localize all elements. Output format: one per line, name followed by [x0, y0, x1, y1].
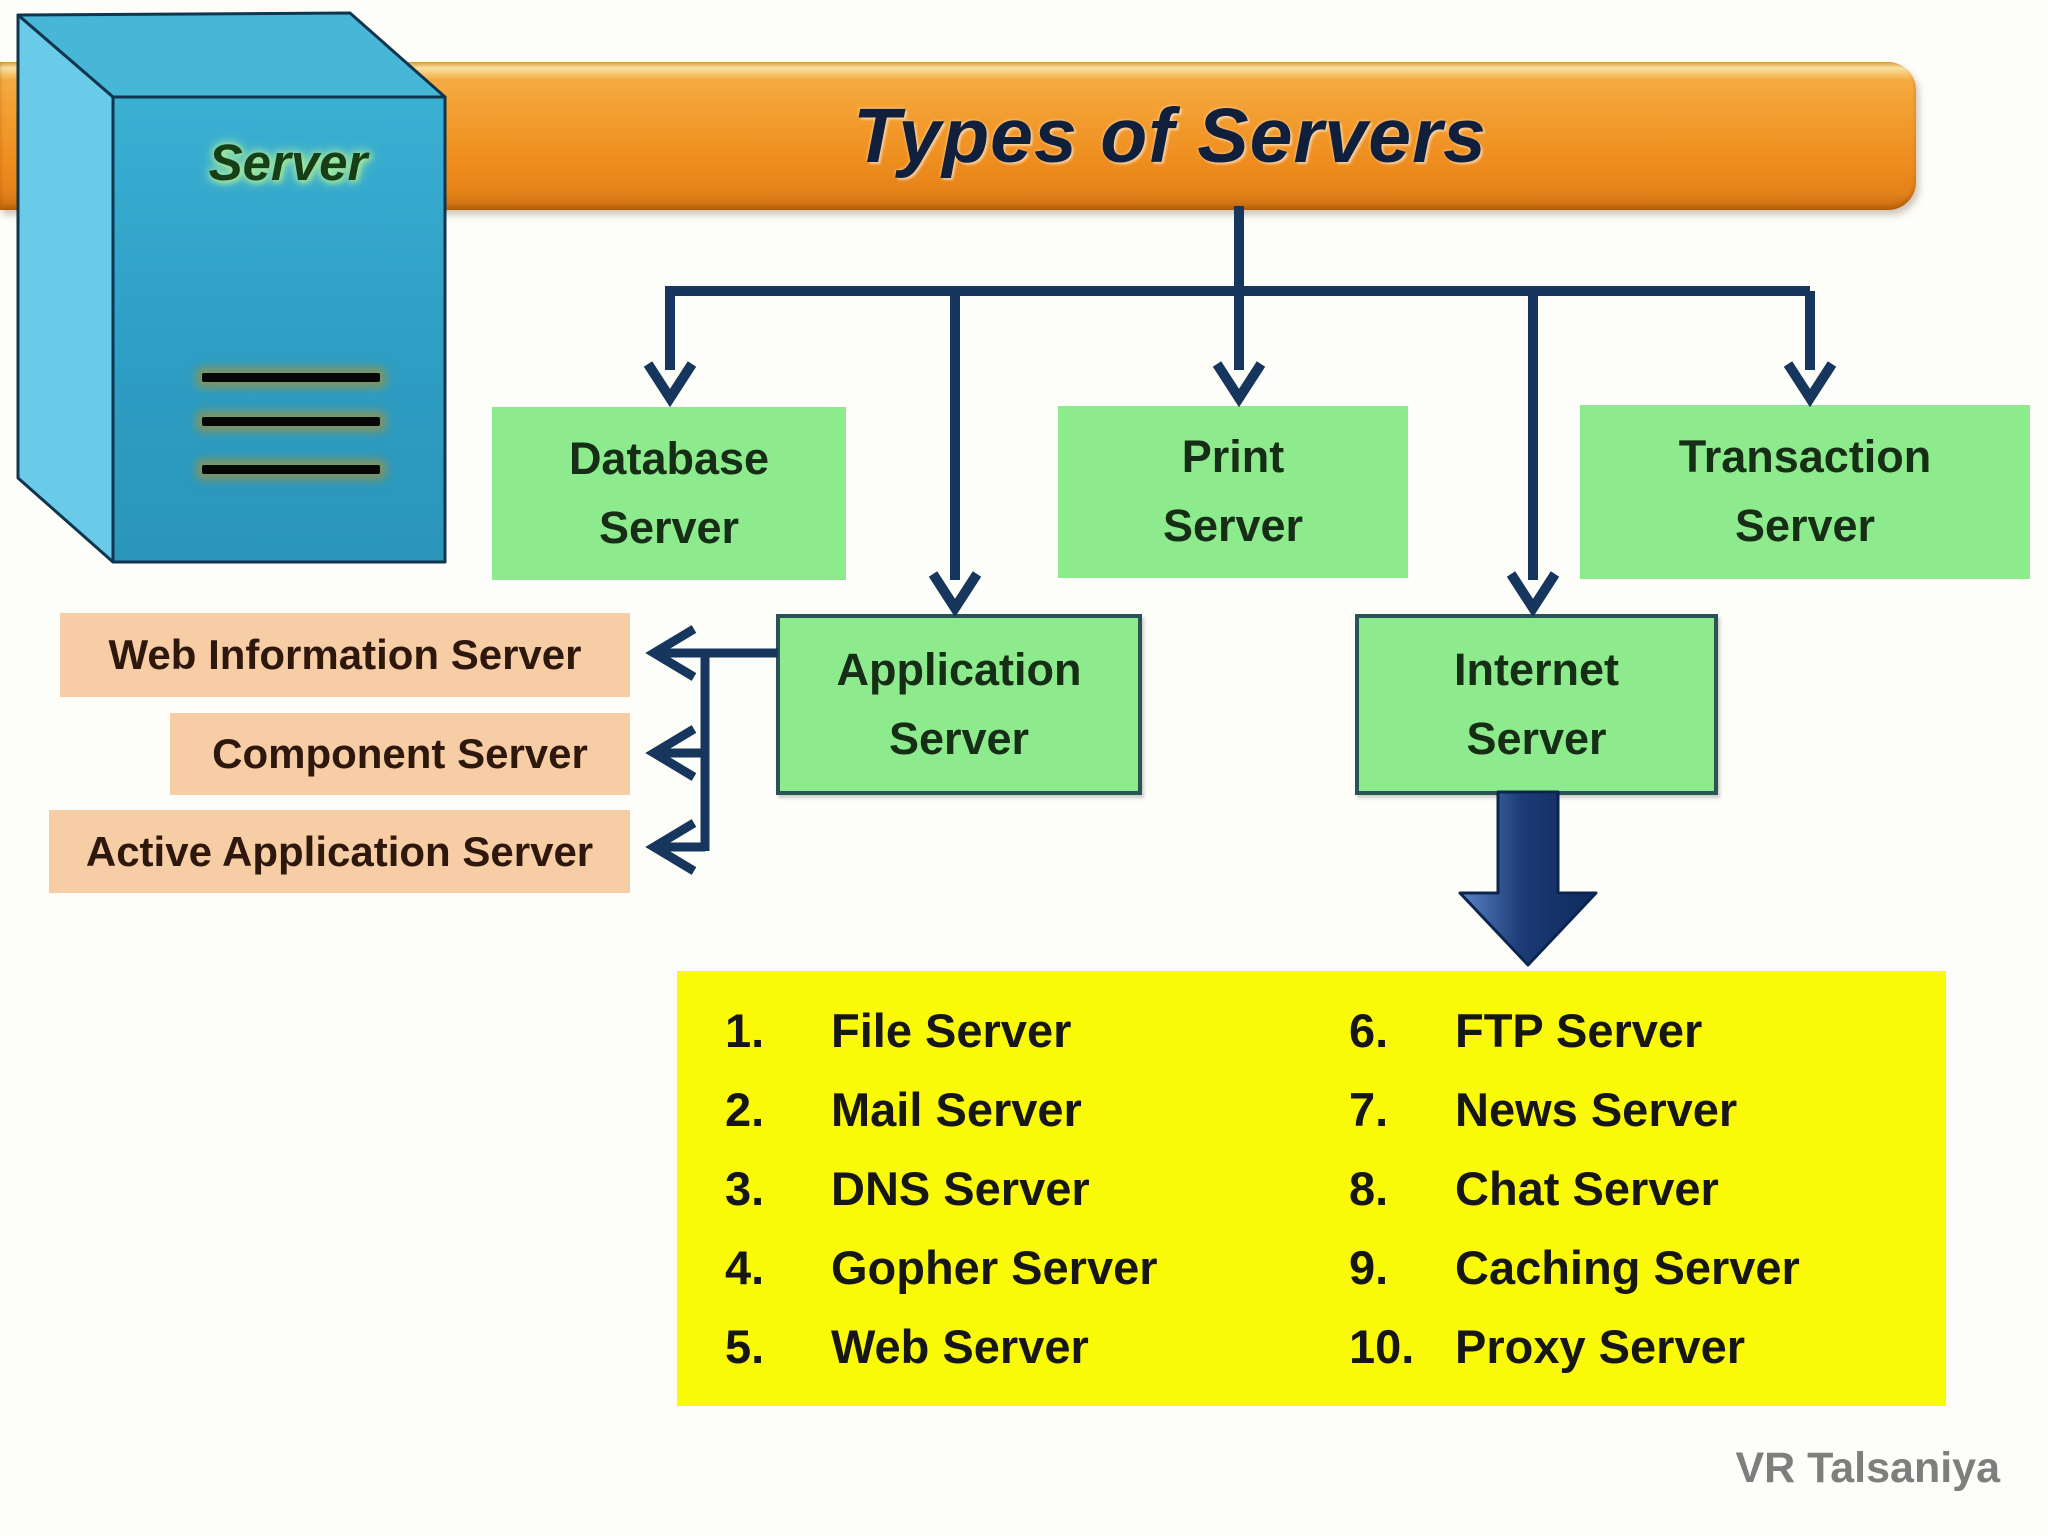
list-item: 6. FTP Server	[1349, 991, 1929, 1070]
list-item-label: Caching Server	[1455, 1241, 1800, 1294]
arrowhead-database	[643, 361, 697, 408]
arrowhead-transaction	[1783, 361, 1837, 408]
node-label-line: Print	[1181, 431, 1285, 483]
arrowhead-internet	[1506, 571, 1560, 618]
list-item-number: 3.	[725, 1162, 765, 1215]
list-item: 4. Gopher Server	[725, 1228, 1325, 1307]
list-item: 9. Caching Server	[1349, 1228, 1929, 1307]
arrowhead-web-information	[645, 625, 697, 681]
node-label-line: Server	[1162, 500, 1304, 551]
list-item-label: Chat Server	[1455, 1162, 1719, 1215]
node-label-line: Server	[1466, 712, 1607, 764]
server-list-left-column: 1. File Server 2. Mail Server 3. DNS Server…	[725, 991, 1325, 1386]
branch-label: Web Information Server	[108, 631, 582, 678]
node-label-line: Transaction	[1678, 431, 1932, 483]
list-item-number: 1.	[725, 1004, 765, 1057]
list-item: 10. Proxy Server	[1349, 1307, 1929, 1386]
server-vent-line	[202, 417, 380, 426]
server-list-right-column: 6. FTP Server 7. News Server 8. Chat Server…	[1349, 991, 1929, 1386]
down-block-arrow	[1458, 790, 1598, 967]
list-item-label: FTP Server	[1455, 1004, 1703, 1057]
list-item-label: Web Server	[831, 1320, 1089, 1373]
arrowhead-application	[928, 571, 982, 618]
list-item-label: Gopher Server	[831, 1241, 1158, 1294]
node-label-line: Server	[598, 501, 740, 553]
page-title: Types of Servers	[853, 92, 1487, 179]
list-item-number: 5.	[725, 1320, 765, 1373]
node-web-information-server: Web Information Server	[60, 613, 630, 697]
arrowhead-active-application	[645, 819, 697, 875]
node-application-server: Application Server	[776, 614, 1142, 795]
list-item-label: Mail Server	[831, 1083, 1082, 1136]
node-label-line: Server	[888, 712, 1030, 764]
server-tower-front-face	[111, 95, 447, 564]
server-tower: Server	[8, 5, 460, 577]
server-tower-side-face	[16, 13, 115, 564]
list-item-number: 9.	[1349, 1241, 1389, 1294]
credit-text: VR Talsaniya	[1735, 1444, 2001, 1492]
list-item-number: 8.	[1349, 1162, 1389, 1215]
node-transaction-server: Transaction Server	[1580, 405, 2030, 579]
server-vent-line	[202, 465, 380, 474]
server-tower-label: Server	[208, 133, 368, 191]
list-item-number: 2.	[725, 1083, 765, 1136]
list-item-label: Proxy Server	[1455, 1320, 1746, 1373]
server-tower-graphic	[16, 11, 447, 564]
list-item-label: DNS Server	[831, 1162, 1090, 1215]
server-vent-line	[202, 373, 380, 382]
list-item: 7. News Server	[1349, 1070, 1929, 1149]
node-database-server: Database Server	[492, 407, 846, 580]
list-item-label: File Server	[831, 1004, 1072, 1057]
list-item: 8. Chat Server	[1349, 1149, 1929, 1228]
list-item: 3. DNS Server	[725, 1149, 1325, 1228]
list-item-label: News Server	[1455, 1083, 1738, 1136]
list-item: 2. Mail Server	[725, 1070, 1325, 1149]
list-item-number: 7.	[1349, 1083, 1389, 1136]
node-component-server: Component Server	[170, 713, 630, 795]
node-internet-server: Internet Server	[1355, 614, 1718, 795]
arrowhead-component	[645, 725, 697, 781]
node-print-server: Print Server	[1058, 406, 1408, 578]
branch-label: Active Application Server	[85, 827, 594, 875]
list-item: 5. Web Server	[725, 1307, 1325, 1386]
list-item-number: 4.	[725, 1241, 765, 1294]
arrowhead-print	[1212, 361, 1266, 408]
node-label-line: Database	[568, 432, 770, 484]
server-list-panel: 1. File Server 2. Mail Server 3. DNS Server…	[677, 971, 1946, 1406]
node-active-application-server: Active Application Server	[49, 810, 630, 893]
list-item-number: 10.	[1349, 1320, 1415, 1373]
list-item-number: 6.	[1349, 1004, 1389, 1057]
list-item: 1. File Server	[725, 991, 1325, 1070]
branch-label: Component Server	[212, 730, 588, 777]
node-label-line: Internet	[1453, 643, 1619, 695]
node-label-line: Application	[836, 643, 1082, 695]
node-label-line: Server	[1734, 500, 1876, 551]
